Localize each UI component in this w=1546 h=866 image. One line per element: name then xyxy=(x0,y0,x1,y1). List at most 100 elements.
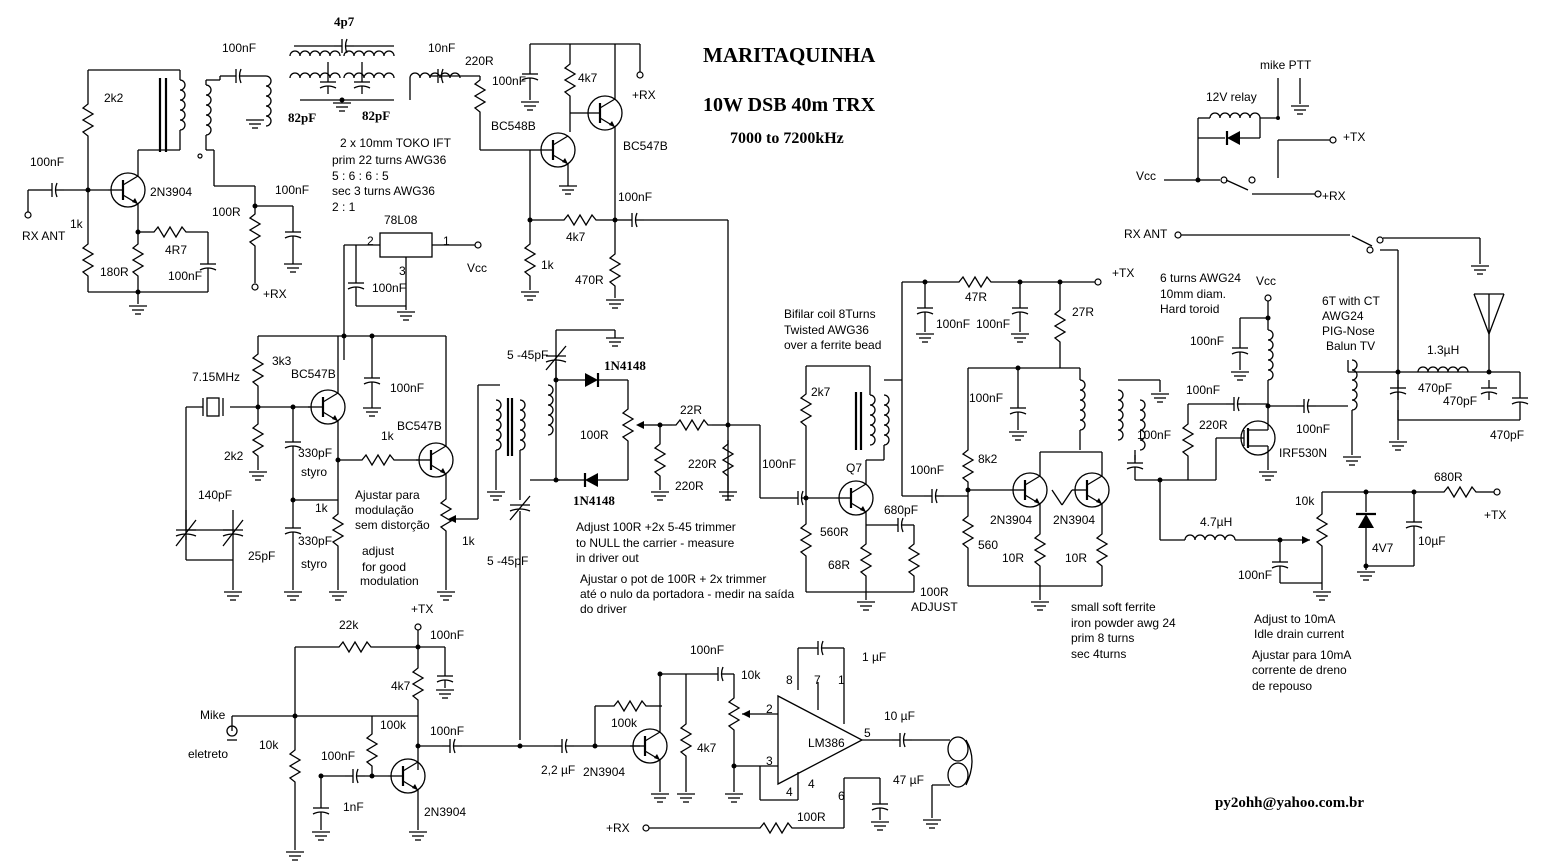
component-label: Hard toroid xyxy=(1160,302,1219,316)
component-label: Ajustar para 10mA xyxy=(1252,648,1351,662)
component-label: 330pF xyxy=(298,446,332,460)
component-label: 12V relay xyxy=(1206,90,1257,104)
component-label: Adjust 100R +2x 5-45 trimmer xyxy=(576,520,736,534)
component-label: Ajustar para xyxy=(355,488,420,502)
component-label: IRF530N xyxy=(1279,446,1327,460)
component-label: 1 xyxy=(443,234,450,248)
component-label: 47 µF xyxy=(893,773,924,787)
component-label: 3k3 xyxy=(272,354,292,368)
component-label: 10k xyxy=(259,738,279,752)
component-label: 2 : 1 xyxy=(332,200,356,214)
component-label: 100nF xyxy=(372,281,406,295)
frequency-range: 7000 to 7200kHz xyxy=(730,130,844,147)
component-label: do driver xyxy=(580,602,627,616)
component-label: PIG-Nose xyxy=(1322,324,1375,338)
component-label: 100nF xyxy=(1137,428,1171,442)
component-label: 2 xyxy=(367,234,374,248)
component-label: LM386 xyxy=(808,736,845,750)
component-label: 100nF xyxy=(275,183,309,197)
component-label: +TX xyxy=(411,602,433,616)
component-label: BC547B xyxy=(291,367,336,381)
component-label: 100nF xyxy=(390,381,424,395)
component-label: 27R xyxy=(1072,305,1094,319)
component-label: 8k2 xyxy=(978,452,998,466)
component-label: prim 8 turns xyxy=(1071,631,1134,645)
component-label: styro xyxy=(301,557,327,571)
component-label: eletreto xyxy=(188,747,228,761)
component-label: 2N3904 xyxy=(150,185,192,199)
component-label: 4p7 xyxy=(334,14,355,29)
rx-preamp-stage xyxy=(24,68,303,315)
component-label: sec 3 turns AWG36 xyxy=(332,184,435,198)
component-label: 82pF xyxy=(362,108,390,123)
component-label: 1N4148 xyxy=(604,358,646,373)
component-label: in driver out xyxy=(576,551,639,565)
component-label: 220R xyxy=(688,457,717,471)
component-label: 220R xyxy=(465,54,494,68)
rx-audio: 2 3 4 4 5 6 8 7 1 xyxy=(553,640,973,834)
pa-predriver xyxy=(902,276,1111,611)
component-label: 6T with CT xyxy=(1322,294,1380,308)
if-filter xyxy=(289,38,530,151)
component-label: to NULL the carrier - measure xyxy=(576,536,735,550)
component-label: 4.7µH xyxy=(1200,515,1232,529)
component-label: 100R xyxy=(212,205,241,219)
component-label: Mike xyxy=(200,708,226,722)
component-label: styro xyxy=(301,465,327,479)
svg-text:3: 3 xyxy=(766,754,773,768)
component-label: 5 -45pF xyxy=(487,554,528,568)
component-label: 100R xyxy=(920,585,949,599)
component-label: 100nF xyxy=(936,317,970,331)
balanced-modulator xyxy=(478,329,811,740)
component-label: 2N3904 xyxy=(990,513,1032,527)
component-label: 7.15MHz xyxy=(192,370,240,384)
component-label: AWG24 xyxy=(1322,309,1364,323)
component-label: Idle drain current xyxy=(1254,627,1345,641)
component-label: 10k xyxy=(741,668,761,682)
component-label: 68R xyxy=(828,558,850,572)
component-label: 220R xyxy=(675,479,704,493)
component-label: 100nF xyxy=(969,391,1003,405)
component-label: 2N3904 xyxy=(424,805,466,819)
antenna-lpf xyxy=(1174,231,1529,466)
component-label: 47R xyxy=(965,290,987,304)
component-label: 470pF xyxy=(1490,428,1524,442)
component-label: 5 -45pF xyxy=(507,348,548,362)
component-label: 100nF xyxy=(762,457,796,471)
circuit-subtitle: 10W DSB 40m TRX xyxy=(703,94,876,116)
component-label: 6 turns AWG24 xyxy=(1160,271,1241,285)
component-label: 100nF xyxy=(618,190,652,204)
component-label: até o nulo da portadora - medir na saída xyxy=(580,587,794,601)
svg-text:1: 1 xyxy=(838,673,845,687)
svg-text:2: 2 xyxy=(766,702,773,716)
component-label: 560R xyxy=(820,525,849,539)
component-label: 3 xyxy=(399,264,406,278)
component-label: 82pF xyxy=(288,110,316,125)
component-label: prim 22 turns AWG36 xyxy=(332,153,447,167)
component-label: 10k xyxy=(1295,494,1315,508)
svg-text:4: 4 xyxy=(808,777,815,791)
component-label: 10mm diam. xyxy=(1160,287,1226,301)
component-label: 330pF xyxy=(298,534,332,548)
component-label: 560 xyxy=(978,538,998,552)
component-label: +RX xyxy=(1322,189,1346,203)
driver-q7 xyxy=(800,282,968,611)
component-label: BC548B xyxy=(491,119,536,133)
component-label: sem distorção xyxy=(355,518,430,532)
component-label: 10R xyxy=(1002,551,1024,565)
component-label: 1k xyxy=(315,501,329,515)
component-label: modulação xyxy=(355,503,414,517)
component-label: 5 : 6 : 6 : 5 xyxy=(332,169,389,183)
component-label: RX ANT xyxy=(22,229,66,243)
component-label: 1k xyxy=(381,429,395,443)
component-label: 2N3904 xyxy=(583,765,625,779)
svg-text:6: 6 xyxy=(838,789,845,803)
component-label: 100k xyxy=(380,718,407,732)
svg-text:8: 8 xyxy=(786,673,793,687)
component-label: 1k xyxy=(541,258,555,272)
voltage-regulator xyxy=(258,232,482,417)
component-label: Twisted AWG36 xyxy=(784,323,869,337)
component-label: 1 µF xyxy=(862,650,886,664)
component-label: 2 x 10mm TOKO IFT xyxy=(340,136,452,150)
ptt-relay xyxy=(1164,78,1337,198)
